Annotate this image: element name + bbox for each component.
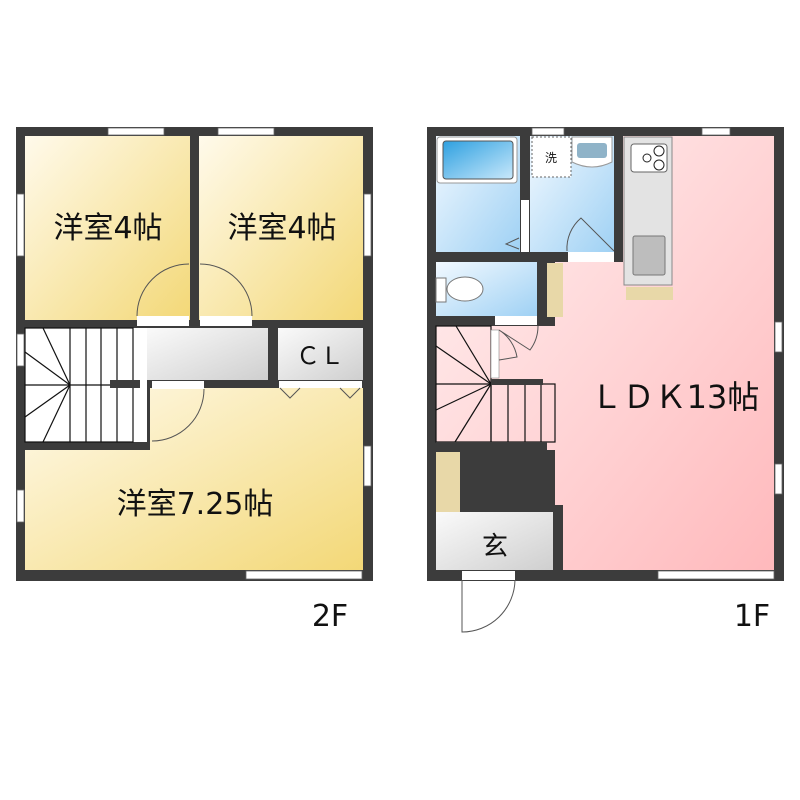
windows-1f xyxy=(531,127,783,580)
fixtures: 洗 xyxy=(435,136,673,518)
floor-2: 洋室4帖 洋室4帖 ＣＬ 洋室7.25帖 2F xyxy=(16,127,373,634)
room-label-ldk: ＬＤＫ13帖 xyxy=(591,378,760,416)
room-label-western-a: 洋室4帖 xyxy=(53,211,162,246)
room-label-entrance: 玄 xyxy=(482,532,508,562)
shoe-cabinet xyxy=(436,452,460,518)
interior-wall xyxy=(553,505,563,581)
front-door[interactable] xyxy=(461,571,516,633)
closet xyxy=(278,328,363,380)
entrance xyxy=(436,512,553,570)
storage xyxy=(547,263,563,317)
washing-machine-label: 洗 xyxy=(545,151,557,165)
western-room-a xyxy=(25,136,190,320)
doors-2f xyxy=(136,263,362,442)
room-label-closet: ＣＬ xyxy=(296,342,344,370)
ldk-room xyxy=(436,136,774,570)
windows-2f xyxy=(16,127,372,580)
hallway-2f xyxy=(147,328,268,380)
staircase-2f xyxy=(24,327,147,443)
floor-label-1f: 1F xyxy=(734,599,770,634)
interior-wall xyxy=(460,505,563,512)
floor-1: 洗 xyxy=(427,127,784,634)
room-label-western-b: 洋室4帖 xyxy=(227,211,336,246)
floor-label-2f: 2F xyxy=(312,599,348,634)
staircase-1f xyxy=(435,325,556,450)
western-room-b xyxy=(199,136,363,320)
room-label-western-c: 洋室7.25帖 xyxy=(117,487,274,522)
stair-wall xyxy=(16,442,150,450)
